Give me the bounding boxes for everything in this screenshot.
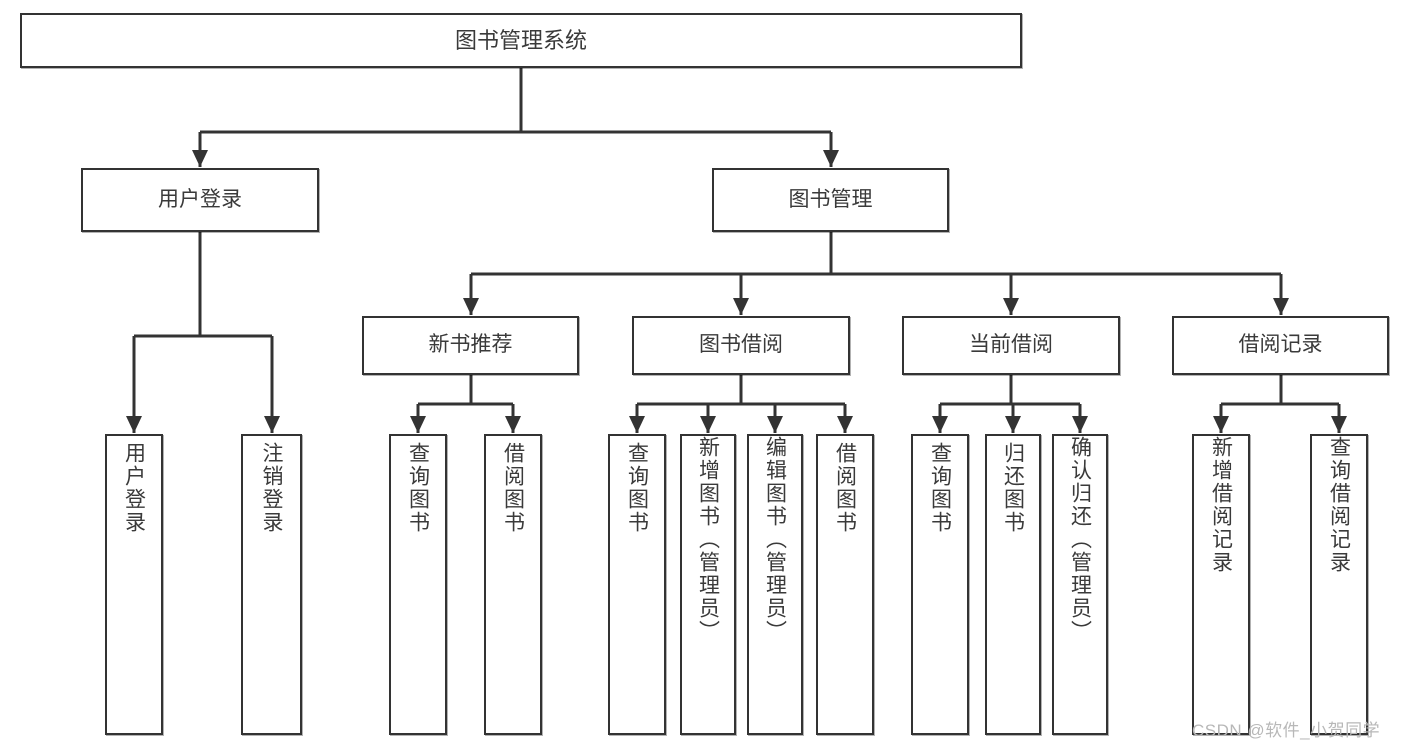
node-label: 借阅记录 xyxy=(1238,333,1323,357)
node-label: 编辑图书（管理员） xyxy=(763,436,787,643)
node-leaf-return[interactable]: 归还图书 xyxy=(985,434,1041,735)
node-label: 用户登录 xyxy=(122,442,146,534)
node-label: 查询图书 xyxy=(625,442,649,534)
node-label: 查询图书 xyxy=(406,442,430,534)
node-leaf-borrow-1[interactable]: 借阅图书 xyxy=(484,434,542,735)
node-current-borrow[interactable]: 当前借阅 xyxy=(902,316,1120,375)
node-label: 归还图书 xyxy=(1001,442,1025,534)
node-leaf-user-login[interactable]: 用户登录 xyxy=(105,434,163,735)
node-label: 当前借阅 xyxy=(969,333,1053,357)
node-label: 查询图书 xyxy=(928,442,952,534)
node-label: 用户登录 xyxy=(158,187,242,211)
node-book-manage[interactable]: 图书管理 xyxy=(712,168,949,232)
node-leaf-logout[interactable]: 注销登录 xyxy=(241,434,302,735)
node-leaf-add-book[interactable]: 新增图书（管理员） xyxy=(680,434,736,735)
node-leaf-edit-book[interactable]: 编辑图书（管理员） xyxy=(747,434,803,735)
node-label: 确认归还（管理员） xyxy=(1068,436,1092,643)
csdn-watermark: CSDN @软件_小贺同学 xyxy=(1192,721,1381,740)
node-leaf-query-1[interactable]: 查询图书 xyxy=(389,434,447,735)
node-label: 新增图书（管理员） xyxy=(696,436,720,643)
node-user-login[interactable]: 用户登录 xyxy=(81,168,319,232)
node-book-borrow[interactable]: 图书借阅 xyxy=(632,316,850,375)
node-root[interactable]: 图书管理系统 xyxy=(20,13,1022,68)
node-label: 新增借阅记录 xyxy=(1209,436,1233,574)
node-label: 图书管理 xyxy=(788,187,873,211)
node-label: 图书借阅 xyxy=(699,333,783,357)
node-leaf-query-3[interactable]: 查询图书 xyxy=(911,434,969,735)
node-leaf-borrow-2[interactable]: 借阅图书 xyxy=(816,434,874,735)
node-leaf-confirm[interactable]: 确认归还（管理员） xyxy=(1052,434,1108,735)
node-label: 新书推荐 xyxy=(428,333,513,357)
node-label: 图书管理系统 xyxy=(454,27,587,53)
node-leaf-query-rec[interactable]: 查询借阅记录 xyxy=(1310,434,1368,735)
node-label: 借阅图书 xyxy=(833,442,857,534)
node-label: 借阅图书 xyxy=(501,442,525,534)
node-label: 注销登录 xyxy=(260,442,283,534)
node-label: 查询借阅记录 xyxy=(1327,436,1351,574)
node-leaf-query-2[interactable]: 查询图书 xyxy=(608,434,666,735)
node-leaf-add-rec[interactable]: 新增借阅记录 xyxy=(1192,434,1250,735)
node-new-book-rec[interactable]: 新书推荐 xyxy=(362,316,579,375)
node-borrow-record[interactable]: 借阅记录 xyxy=(1172,316,1389,375)
